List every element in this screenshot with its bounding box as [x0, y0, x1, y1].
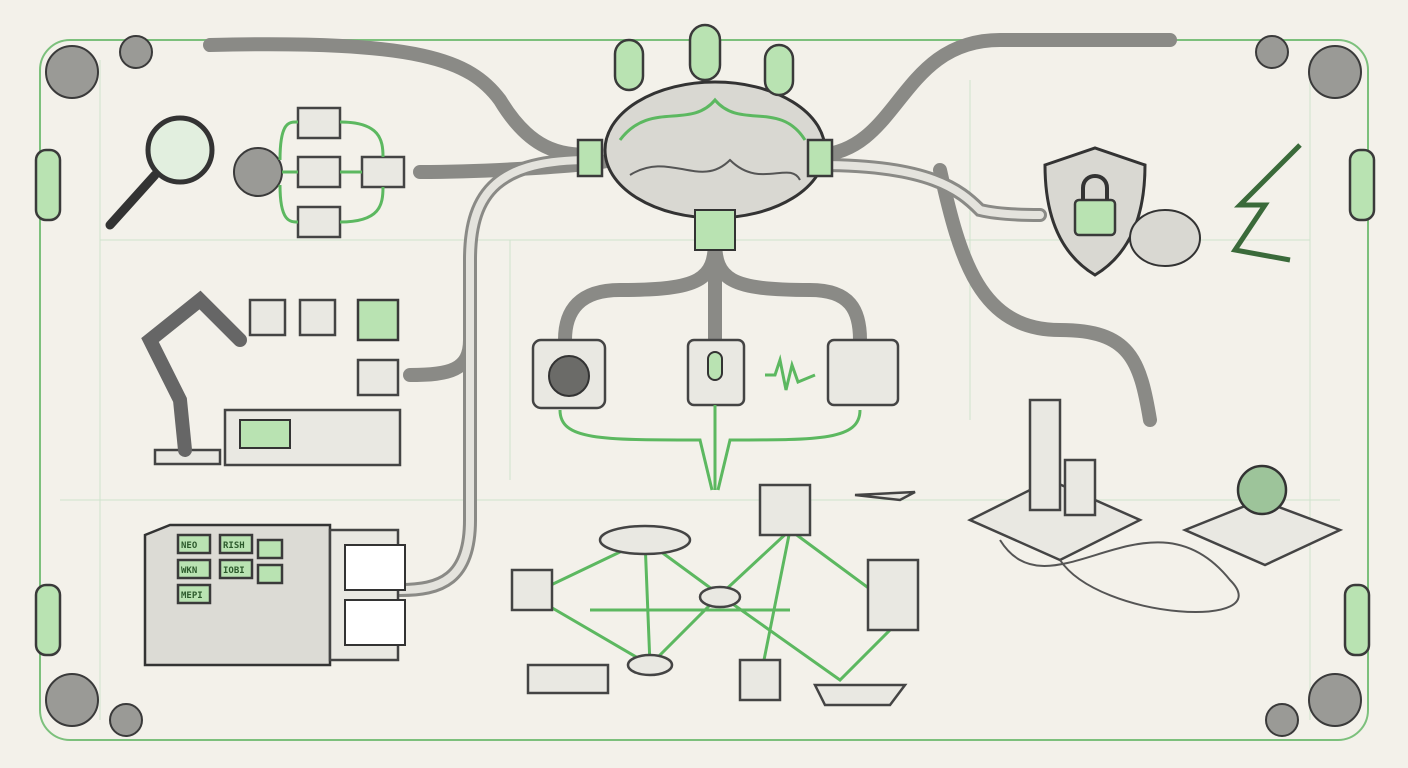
server-label: RISH	[223, 541, 245, 551]
factory-icon	[510, 568, 554, 612]
gauge-icon	[826, 338, 900, 407]
lightning-icon	[1230, 143, 1302, 263]
gear-icon	[45, 673, 99, 727]
buildings-icon	[758, 483, 812, 537]
gear-icon	[109, 703, 143, 737]
lock-icon	[1073, 198, 1117, 237]
vacuum-tube-icon	[1348, 148, 1376, 222]
gear-icon	[119, 35, 153, 69]
ship-icon	[812, 683, 908, 707]
folder-icon	[344, 599, 406, 646]
building-icon	[738, 658, 782, 702]
vacuum-tube-icon	[34, 148, 62, 222]
skyscraper-icon	[866, 558, 920, 632]
pipes	[203, 33, 1177, 597]
security-shield	[1043, 143, 1302, 277]
molecule-icon	[1236, 464, 1288, 516]
corner-gears	[34, 35, 1376, 737]
airplane-icon	[854, 490, 916, 502]
truck-icon	[526, 663, 610, 695]
gear-icon	[233, 147, 283, 197]
city-platforms	[967, 398, 1344, 613]
robot-arm-console	[141, 290, 402, 467]
wrench-icon	[248, 298, 287, 337]
gear-icon	[1255, 35, 1289, 69]
gear-icon	[1308, 673, 1362, 727]
gear-icon	[1308, 45, 1362, 99]
server-label: MEPI	[181, 591, 203, 601]
logistics-network	[510, 483, 920, 707]
server-label: NEO	[181, 541, 198, 551]
server-label: WKN	[181, 566, 197, 576]
vacuum-tubes-top	[613, 23, 795, 97]
workflow-diagram	[105, 106, 406, 239]
vacuum-tube-icon	[1343, 583, 1371, 657]
vacuum-tube-icon	[34, 583, 62, 657]
server-rack: NEO WKN MEPI RISH IOBI	[143, 523, 406, 667]
gear-icon	[1265, 703, 1299, 737]
document-icon	[356, 358, 400, 397]
server-label: IOBI	[223, 566, 245, 576]
usb-icon	[298, 298, 337, 337]
sensor-row	[531, 338, 900, 491]
folder-icon	[344, 544, 406, 591]
brain-hub	[576, 80, 834, 251]
folder-icon	[356, 298, 400, 342]
gear-icon	[45, 45, 99, 99]
skyscraper-icon	[1028, 398, 1062, 512]
